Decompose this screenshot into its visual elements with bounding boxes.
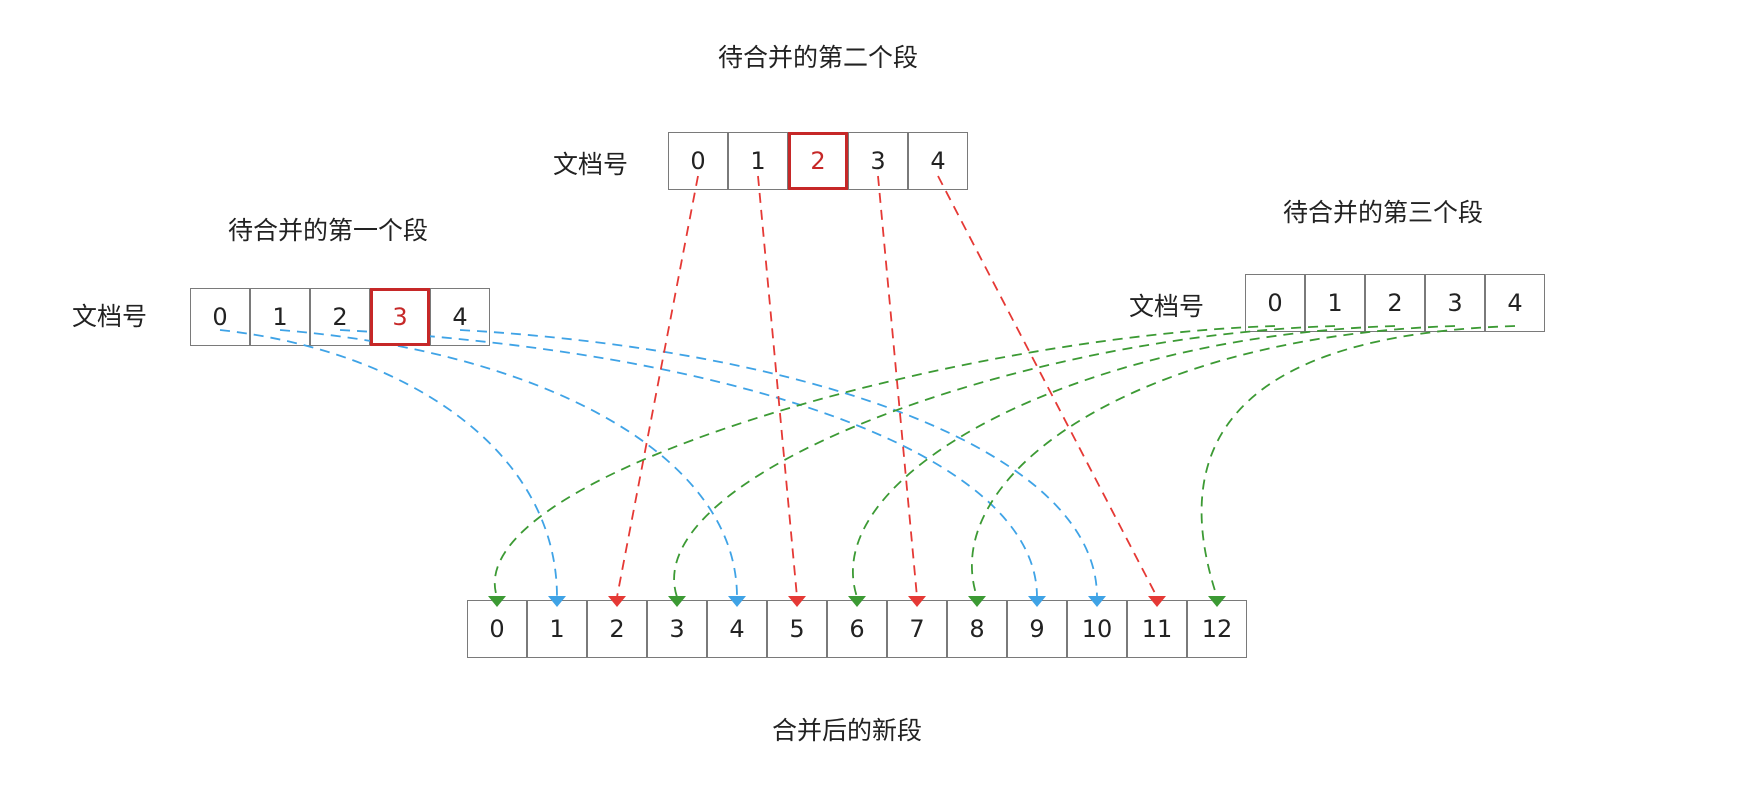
segment2-doc-cell: 3 (848, 132, 908, 190)
segment3-mapping-arrow (673, 325, 1336, 598)
segment1-doc-cell: 4 (430, 288, 490, 346)
segment3-doc-cell: 4 (1485, 274, 1545, 332)
segment3-mapping-arrow (1200, 325, 1516, 598)
segment3-mapping-arrow (852, 325, 1396, 598)
merged-doc-cell: 11 (1127, 600, 1187, 658)
segment1-title: 待合并的第一个段 (228, 216, 429, 245)
segment1-doc-cell: 2 (310, 288, 370, 346)
segment3-doc-cell: 3 (1425, 274, 1485, 332)
merged-doc-cell: 10 (1067, 600, 1127, 658)
segment3-doc-cell: 2 (1365, 274, 1425, 332)
merged-doc-cell: 7 (887, 600, 947, 658)
segment1-mapping-arrow (219, 329, 558, 598)
merged-doc-cell: 8 (947, 600, 1007, 658)
segment2-doc-cell: 0 (668, 132, 728, 190)
merged-doc-cell: 1 (527, 600, 587, 658)
segment2-mapping-arrow (616, 175, 699, 598)
segment3-mapping-arrow (971, 325, 1456, 598)
merged-doc-cell: 6 (827, 600, 887, 658)
segment1-doc-cell: 0 (190, 288, 250, 346)
segment2-doc-cell-highlighted: 2 (788, 132, 848, 190)
segment2-row-label: 文档号 (553, 150, 629, 179)
merged-doc-cell: 0 (467, 600, 527, 658)
merged-doc-cell: 4 (707, 600, 767, 658)
segment3-doc-cell: 1 (1305, 274, 1365, 332)
segment2-doc-cell: 4 (908, 132, 968, 190)
merged-doc-cell: 2 (587, 600, 647, 658)
merged-doc-cell: 12 (1187, 600, 1247, 658)
merged-doc-cell: 9 (1007, 600, 1067, 658)
segment2-mapping-arrow (937, 175, 1158, 598)
merged-segment-title: 合并后的新段 (772, 716, 923, 745)
segment3-mapping-arrow (493, 325, 1276, 598)
segment1-mapping-arrow (279, 329, 738, 598)
segment1-row-label: 文档号 (72, 302, 148, 331)
segment1-doc-cell: 1 (250, 288, 310, 346)
segment3-doc-cell: 0 (1245, 274, 1305, 332)
segment1-mapping-arrow (339, 329, 1038, 598)
segment3-row-label: 文档号 (1129, 292, 1205, 321)
segment2-doc-cell: 1 (728, 132, 788, 190)
segment3-title: 待合并的第三个段 (1283, 198, 1484, 227)
segment1-doc-cell-highlighted: 3 (370, 288, 430, 346)
segment2-mapping-arrow (757, 175, 798, 598)
segment2-mapping-arrow (877, 175, 918, 598)
segment1-mapping-arrow (459, 329, 1098, 598)
merged-doc-cell: 3 (647, 600, 707, 658)
segment2-title: 待合并的第二个段 (718, 43, 919, 72)
merged-doc-cell: 5 (767, 600, 827, 658)
